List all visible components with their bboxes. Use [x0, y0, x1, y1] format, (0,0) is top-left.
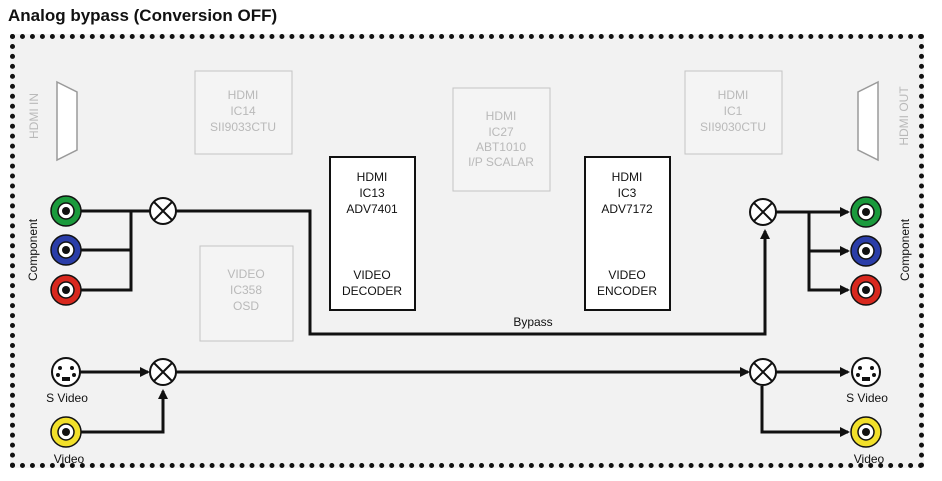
- bypass-label: Bypass: [513, 315, 552, 329]
- bypass-line: [176, 209, 770, 336]
- rca-blue-right-icon: [850, 235, 882, 267]
- mixer-video-right-icon: [749, 358, 777, 386]
- rca-green-left-icon: [50, 195, 82, 227]
- ic13-line2: IC13: [359, 186, 385, 200]
- ic1-line3: SII9030CTU: [700, 120, 766, 134]
- hdmi-out-label: HDMI OUT: [897, 86, 911, 146]
- svideo-right-label: S Video: [846, 391, 888, 405]
- ic3-line1: HDMI: [612, 170, 643, 184]
- ic3-line4: VIDEO: [608, 268, 645, 282]
- rca-green-right-icon: [850, 196, 882, 228]
- rca-yellow-left-icon: [50, 416, 82, 448]
- ic358-box: VIDEO IC358 OSD: [199, 245, 294, 342]
- rca-yellow-right-icon: [850, 416, 882, 448]
- rca-red-right-icon: [850, 274, 882, 306]
- ic13-line1: HDMI: [357, 170, 388, 184]
- ic13-line3: ADV7401: [346, 202, 398, 216]
- ic358-line2: IC358: [230, 283, 262, 297]
- hdmi-in-label: HDMI IN: [27, 93, 41, 139]
- component-right-label: Component: [898, 218, 912, 281]
- ic13-box: HDMI IC13 ADV7401 VIDEO DECODER: [329, 156, 416, 311]
- ic13-line4: VIDEO: [353, 268, 390, 282]
- hdmi-out-connector: [857, 80, 879, 162]
- mixer-video-left-icon: [149, 358, 177, 386]
- rca-blue-left-icon: [50, 234, 82, 266]
- ic1-line2: IC1: [724, 104, 743, 118]
- ic14-line2: IC14: [230, 104, 256, 118]
- component-red-in-line: [80, 211, 133, 292]
- ic27-box: HDMI IC27 ABT1010 I/P SCALAR: [452, 87, 551, 192]
- ic3-line3: ADV7172: [601, 202, 653, 216]
- ic14-line1: HDMI: [228, 88, 259, 102]
- ic27-line4: I/P SCALAR: [468, 155, 534, 169]
- svideo-left-icon: [51, 357, 81, 387]
- ic358-line1: VIDEO: [227, 267, 264, 281]
- mixer-component-left-icon: [149, 197, 177, 225]
- mixer-nodes: [149, 197, 777, 386]
- ic13-line5: DECODER: [342, 284, 402, 298]
- svideo-left-label: S Video: [46, 391, 88, 405]
- ic3-line2: IC3: [618, 186, 637, 200]
- ic27-line3: ABT1010: [476, 140, 526, 154]
- ic27-line2: IC27: [488, 125, 514, 139]
- ic3-line5: ENCODER: [597, 284, 657, 298]
- video-out-line: [760, 386, 850, 437]
- ic14-line3: SII9033CTU: [210, 120, 276, 134]
- mixer-component-right-icon: [749, 198, 777, 226]
- svideo-right-icon: [851, 357, 881, 387]
- component-left-label: Component: [26, 218, 40, 281]
- ic1-box: HDMI IC1 SII9030CTU: [684, 70, 783, 155]
- ic1-line1: HDMI: [718, 88, 749, 102]
- hdmi-in-connector: [56, 80, 78, 162]
- ic27-line1: HDMI: [486, 109, 517, 123]
- signal-lines: [80, 207, 850, 437]
- ic3-box: HDMI IC3 ADV7172 VIDEO ENCODER: [584, 156, 671, 311]
- video-left-label: Video: [54, 452, 85, 466]
- ic358-line3: OSD: [233, 299, 259, 313]
- component-red-out-line: [807, 212, 850, 295]
- video-right-label: Video: [854, 452, 885, 466]
- video-in-line: [80, 389, 168, 434]
- rca-red-left-icon: [50, 274, 82, 306]
- ic14-box: HDMI IC14 SII9033CTU: [194, 70, 293, 155]
- diagram-title: Analog bypass (Conversion OFF): [8, 6, 278, 25]
